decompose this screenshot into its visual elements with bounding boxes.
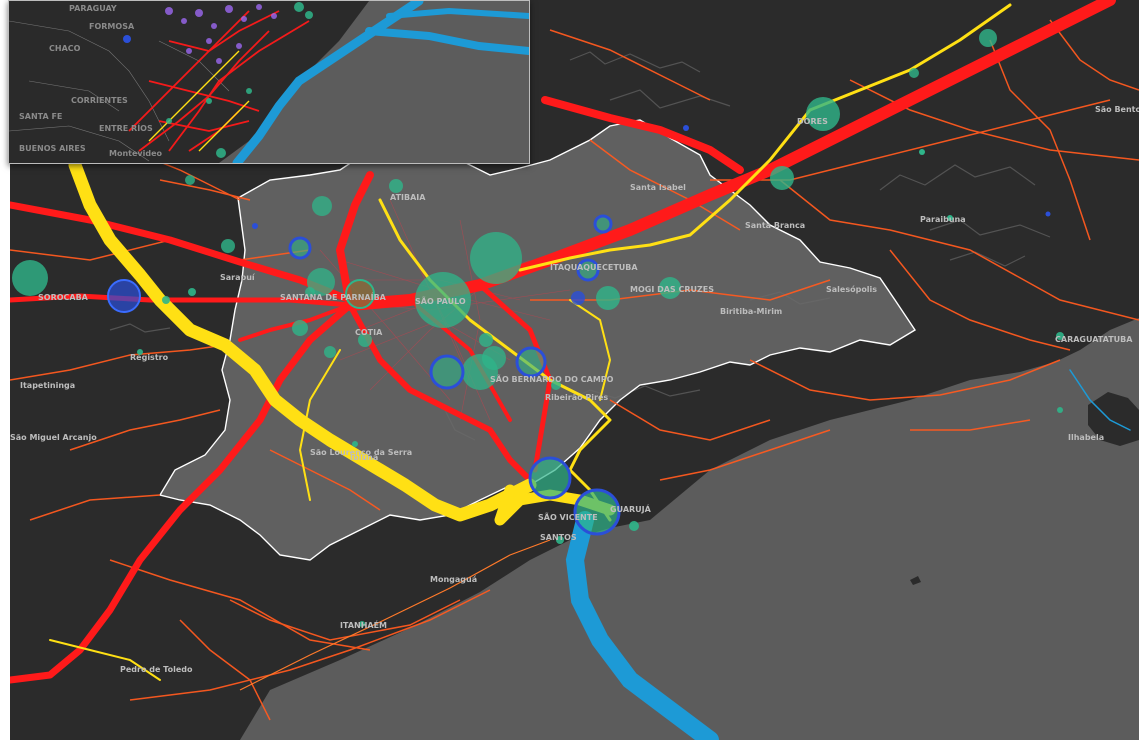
inset-nodes-green — [166, 2, 313, 158]
svg-text:São Lourenço da Serra: São Lourenço da Serra — [310, 448, 412, 457]
svg-text:ENTRE RÍOS: ENTRE RÍOS — [99, 122, 153, 133]
island — [1088, 392, 1139, 446]
svg-text:CHACO: CHACO — [49, 44, 81, 53]
svg-text:Pedro de Toledo: Pedro de Toledo — [120, 665, 193, 674]
svg-text:BUENOS AIRES: BUENOS AIRES — [19, 144, 86, 153]
svg-text:Ribeirão Pires: Ribeirão Pires — [545, 393, 608, 402]
inset-node-blue — [123, 35, 131, 43]
svg-text:SANTOS: SANTOS — [540, 533, 577, 542]
svg-text:SANTA FE: SANTA FE — [19, 112, 62, 121]
coastal-road[interactable] — [239, 539, 551, 691]
inset-network — [128, 10, 310, 152]
svg-text:Itapetininga: Itapetininga — [20, 381, 75, 390]
svg-text:Santa Branca: Santa Branca — [745, 221, 805, 230]
place-labels: São Bento do Sapucaí DORES Santa Isabel … — [10, 105, 1139, 674]
svg-text:SOROCABA: SOROCABA — [38, 293, 89, 302]
svg-text:Registro: Registro — [130, 353, 169, 362]
svg-text:SÃO BERNARDO DO CAMPO: SÃO BERNARDO DO CAMPO — [490, 374, 614, 384]
svg-text:Ilhabela: Ilhabela — [1068, 433, 1104, 442]
svg-text:Montevideo: Montevideo — [109, 149, 163, 158]
inset-overview-map[interactable]: PARAGUAY FORMOSA CHACO CORRIENTES SANTA … — [8, 0, 530, 164]
inset-nodes — [165, 4, 277, 64]
island-small — [910, 576, 921, 585]
svg-text:CORRIENTES: CORRIENTES — [71, 96, 128, 105]
svg-text:ITAQUAQUECETUBA: ITAQUAQUECETUBA — [550, 263, 638, 272]
svg-text:CARAGUATATUBA: CARAGUATATUBA — [1055, 335, 1133, 344]
svg-text:SÃO PAULO: SÃO PAULO — [415, 296, 466, 306]
inset-waterways — [232, 1, 529, 163]
svg-text:ATIBAIA: ATIBAIA — [390, 193, 426, 202]
svg-text:São Bento do Sapucaí: São Bento do Sapucaí — [1095, 105, 1139, 114]
svg-text:GUARUJÁ: GUARUJÁ — [610, 503, 652, 514]
inset-labels: PARAGUAY FORMOSA CHACO CORRIENTES SANTA … — [19, 4, 163, 158]
svg-text:COTIA: COTIA — [355, 328, 383, 337]
svg-text:PARAGUAY: PARAGUAY — [69, 4, 117, 13]
svg-text:Mongaguá: Mongaguá — [430, 575, 477, 584]
svg-text:Biritiba-Mirim: Biritiba-Mirim — [720, 307, 782, 316]
svg-text:Paraibuna: Paraibuna — [920, 215, 966, 224]
svg-text:FORMOSA: FORMOSA — [89, 22, 135, 31]
svg-text:Sarapuí: Sarapuí — [220, 273, 256, 282]
sea-area — [240, 318, 1139, 740]
svg-text:Santa Isabel: Santa Isabel — [630, 183, 686, 192]
inset-network-yellow — [148, 50, 250, 152]
svg-text:Salesópolis: Salesópolis — [826, 284, 877, 294]
waterways[interactable] — [565, 369, 1131, 740]
svg-text:São Miguel Arcanjo: São Miguel Arcanjo — [10, 433, 97, 442]
logistics-map[interactable]: São Bento do Sapucaí DORES Santa Isabel … — [10, 0, 1139, 740]
logistics-nodes[interactable] — [12, 29, 1064, 627]
svg-text:SANTANA DE PARNAÍBA: SANTANA DE PARNAÍBA — [280, 291, 387, 302]
svg-text:SÃO VICENTE: SÃO VICENTE — [538, 512, 598, 522]
svg-text:ITANHAÉM: ITANHAÉM — [340, 619, 387, 630]
svg-text:DORES: DORES — [797, 117, 828, 126]
svg-text:Ibiúna: Ibiúna — [350, 453, 378, 462]
svg-text:MOGI DAS CRUZES: MOGI DAS CRUZES — [630, 285, 714, 294]
